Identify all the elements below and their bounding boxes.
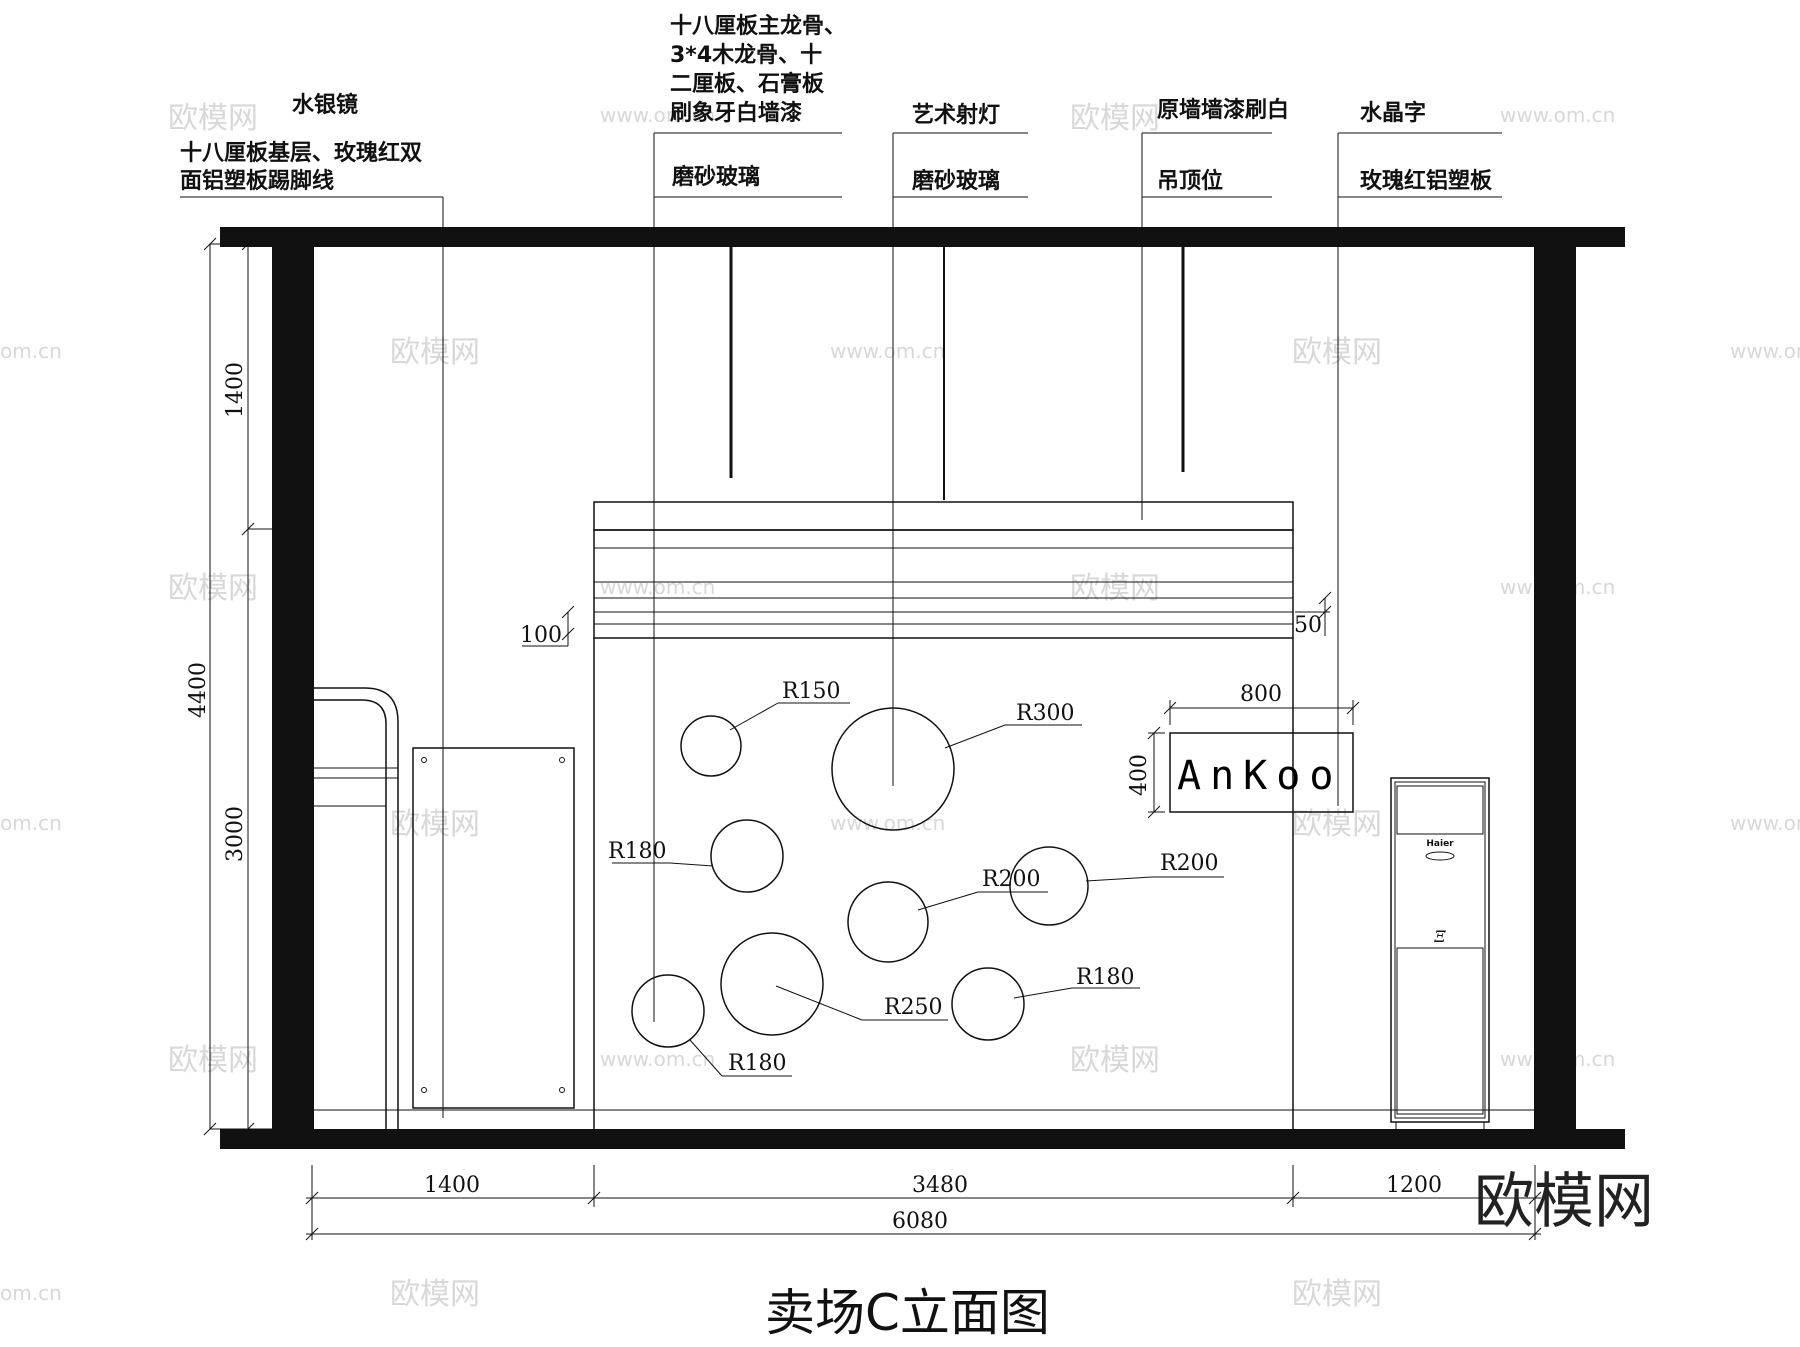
circle-label: R180 bbox=[608, 839, 667, 864]
dim-left-total: 4400 bbox=[186, 662, 211, 718]
dim-left-top: 1400 bbox=[223, 362, 248, 418]
dim-bottom-mid: 3480 bbox=[912, 1173, 968, 1198]
ac-brand: Haier bbox=[1426, 839, 1454, 849]
ceiling-bulkhead bbox=[593, 501, 1294, 1129]
circle-r180-a: R180 bbox=[608, 819, 784, 893]
watermark-text: 欧模网 bbox=[390, 807, 480, 842]
clothing-rack bbox=[314, 687, 1534, 1129]
dim-bottom-left: 1400 bbox=[424, 1173, 480, 1198]
watermark-text: 欧模网 bbox=[1292, 335, 1382, 370]
circle-label: R180 bbox=[728, 1051, 787, 1076]
callout-baseboard: 面铝塑板踢脚线 bbox=[180, 168, 334, 194]
ankoo-sign: AnKoo 800 400 bbox=[1127, 682, 1360, 819]
callout-ceiling-position: 吊顶位 bbox=[1157, 168, 1223, 194]
watermark-text: 欧模网 bbox=[390, 335, 480, 370]
watermark-text: 欧模网 bbox=[1070, 571, 1160, 606]
callout-spotlight: 艺术射灯 bbox=[912, 102, 1000, 128]
ac-model-mark: Ξ bbox=[1433, 927, 1446, 946]
left-dimensions: 1400 3000 4400 bbox=[186, 237, 314, 1136]
callout-crystal-letters: 水晶字 bbox=[1360, 100, 1426, 126]
circle-label: R200 bbox=[982, 867, 1041, 892]
wall-frame bbox=[220, 227, 1625, 1149]
floor-slab bbox=[220, 1129, 1625, 1149]
circle-r200-a: R200 bbox=[1009, 846, 1224, 926]
circle-label: R180 bbox=[1076, 965, 1135, 990]
circle-label: R150 bbox=[782, 679, 841, 704]
mirror-panel bbox=[412, 747, 575, 1109]
watermark-url: www.om.cn bbox=[1500, 103, 1615, 127]
watermark-text: 欧模网 bbox=[390, 1277, 480, 1312]
watermark-text: 欧模网 bbox=[1292, 1277, 1382, 1312]
circle-label: R250 bbox=[884, 995, 943, 1020]
glass-circles: R150 R300 R180 R200 R200 bbox=[608, 679, 1224, 1077]
circle-r180-b: R180 bbox=[951, 965, 1140, 1041]
drawing-title: 卖场C立面图 bbox=[765, 1284, 1050, 1342]
circle-label: R200 bbox=[1160, 851, 1219, 876]
dim-left-bottom: 3000 bbox=[223, 806, 248, 862]
dim-band-right: 50 bbox=[1294, 613, 1322, 638]
ceiling-slab bbox=[220, 227, 1625, 247]
dim-band-left: 100 bbox=[520, 623, 562, 648]
watermark-url: www.om.cn bbox=[600, 1047, 715, 1071]
watermark-url: www.om.cn bbox=[600, 575, 715, 599]
callout-ceiling: 3*4木龙骨、十 bbox=[670, 43, 822, 68]
circle-label: R300 bbox=[1016, 701, 1075, 726]
band-dimensions: 100 50 bbox=[520, 591, 1332, 648]
watermark-url: om.cn bbox=[0, 339, 62, 363]
sign-text: AnKoo bbox=[1177, 753, 1342, 799]
watermark-text: 欧模网 bbox=[1292, 807, 1382, 842]
watermark-url: www.om.cn bbox=[1730, 339, 1800, 363]
callout-wall-paint: 原墙墙漆刷白 bbox=[1157, 97, 1289, 123]
callout-mirror: 水银镜 bbox=[292, 92, 358, 118]
watermark-url: www.om.cn bbox=[600, 103, 715, 127]
bottom-dimensions: 1400 3480 1200 6080 bbox=[305, 1165, 1542, 1241]
watermark-text: 欧模网 bbox=[168, 1043, 258, 1078]
dim-bottom-right: 1200 bbox=[1386, 1173, 1442, 1198]
callout-frosted-glass: 磨砂玻璃 bbox=[912, 168, 1000, 194]
watermark-url: om.cn bbox=[0, 1281, 62, 1305]
watermark-url: www.om.cn bbox=[830, 339, 945, 363]
watermark-url: om.cn bbox=[0, 811, 62, 835]
leader-lines bbox=[180, 132, 1502, 1118]
watermark-url: www.om.cn bbox=[830, 811, 945, 835]
callout-baseboard: 十八厘板基层、玫瑰红双 bbox=[180, 140, 422, 166]
callout-frosted-glass: 磨砂玻璃 bbox=[672, 164, 760, 190]
callout-aluminum-panel: 玫瑰红铝塑板 bbox=[1360, 168, 1493, 194]
sign-width-dim: 800 bbox=[1240, 682, 1282, 707]
circle-r150: R150 bbox=[680, 679, 850, 777]
right-wall bbox=[1534, 244, 1576, 1132]
callout-ceiling: 刷象牙白墙漆 bbox=[670, 100, 802, 126]
watermark-url: www.om.cn bbox=[1730, 811, 1800, 835]
callout-ceiling: 十八厘板主龙骨、 bbox=[670, 14, 846, 39]
callout-ceiling: 二厘板、石膏板 bbox=[670, 71, 825, 97]
watermark-text: 欧模网 bbox=[1070, 1043, 1160, 1078]
circle-r180-c: R180 bbox=[631, 974, 792, 1077]
callout-labels: 水银镜 十八厘板基层、玫瑰红双 面铝塑板踢脚线 十八厘板主龙骨、 3*4木龙骨、… bbox=[180, 14, 1493, 194]
brand-watermark: 欧模网 bbox=[1474, 1167, 1654, 1237]
circle-r250: R250 bbox=[720, 932, 948, 1036]
dim-bottom-total: 6080 bbox=[892, 1209, 948, 1234]
sign-height-dim: 400 bbox=[1127, 754, 1152, 796]
watermark-text: 欧模网 bbox=[168, 571, 258, 606]
circle-r200-b: R200 bbox=[847, 867, 1048, 963]
watermark-text: 欧模网 bbox=[1070, 101, 1160, 136]
left-wall bbox=[272, 244, 314, 1132]
watermark-text: 欧模网 bbox=[168, 101, 258, 136]
circle-r300: R300 bbox=[831, 701, 1082, 831]
air-conditioner: Haier Ξ bbox=[1390, 777, 1490, 1129]
